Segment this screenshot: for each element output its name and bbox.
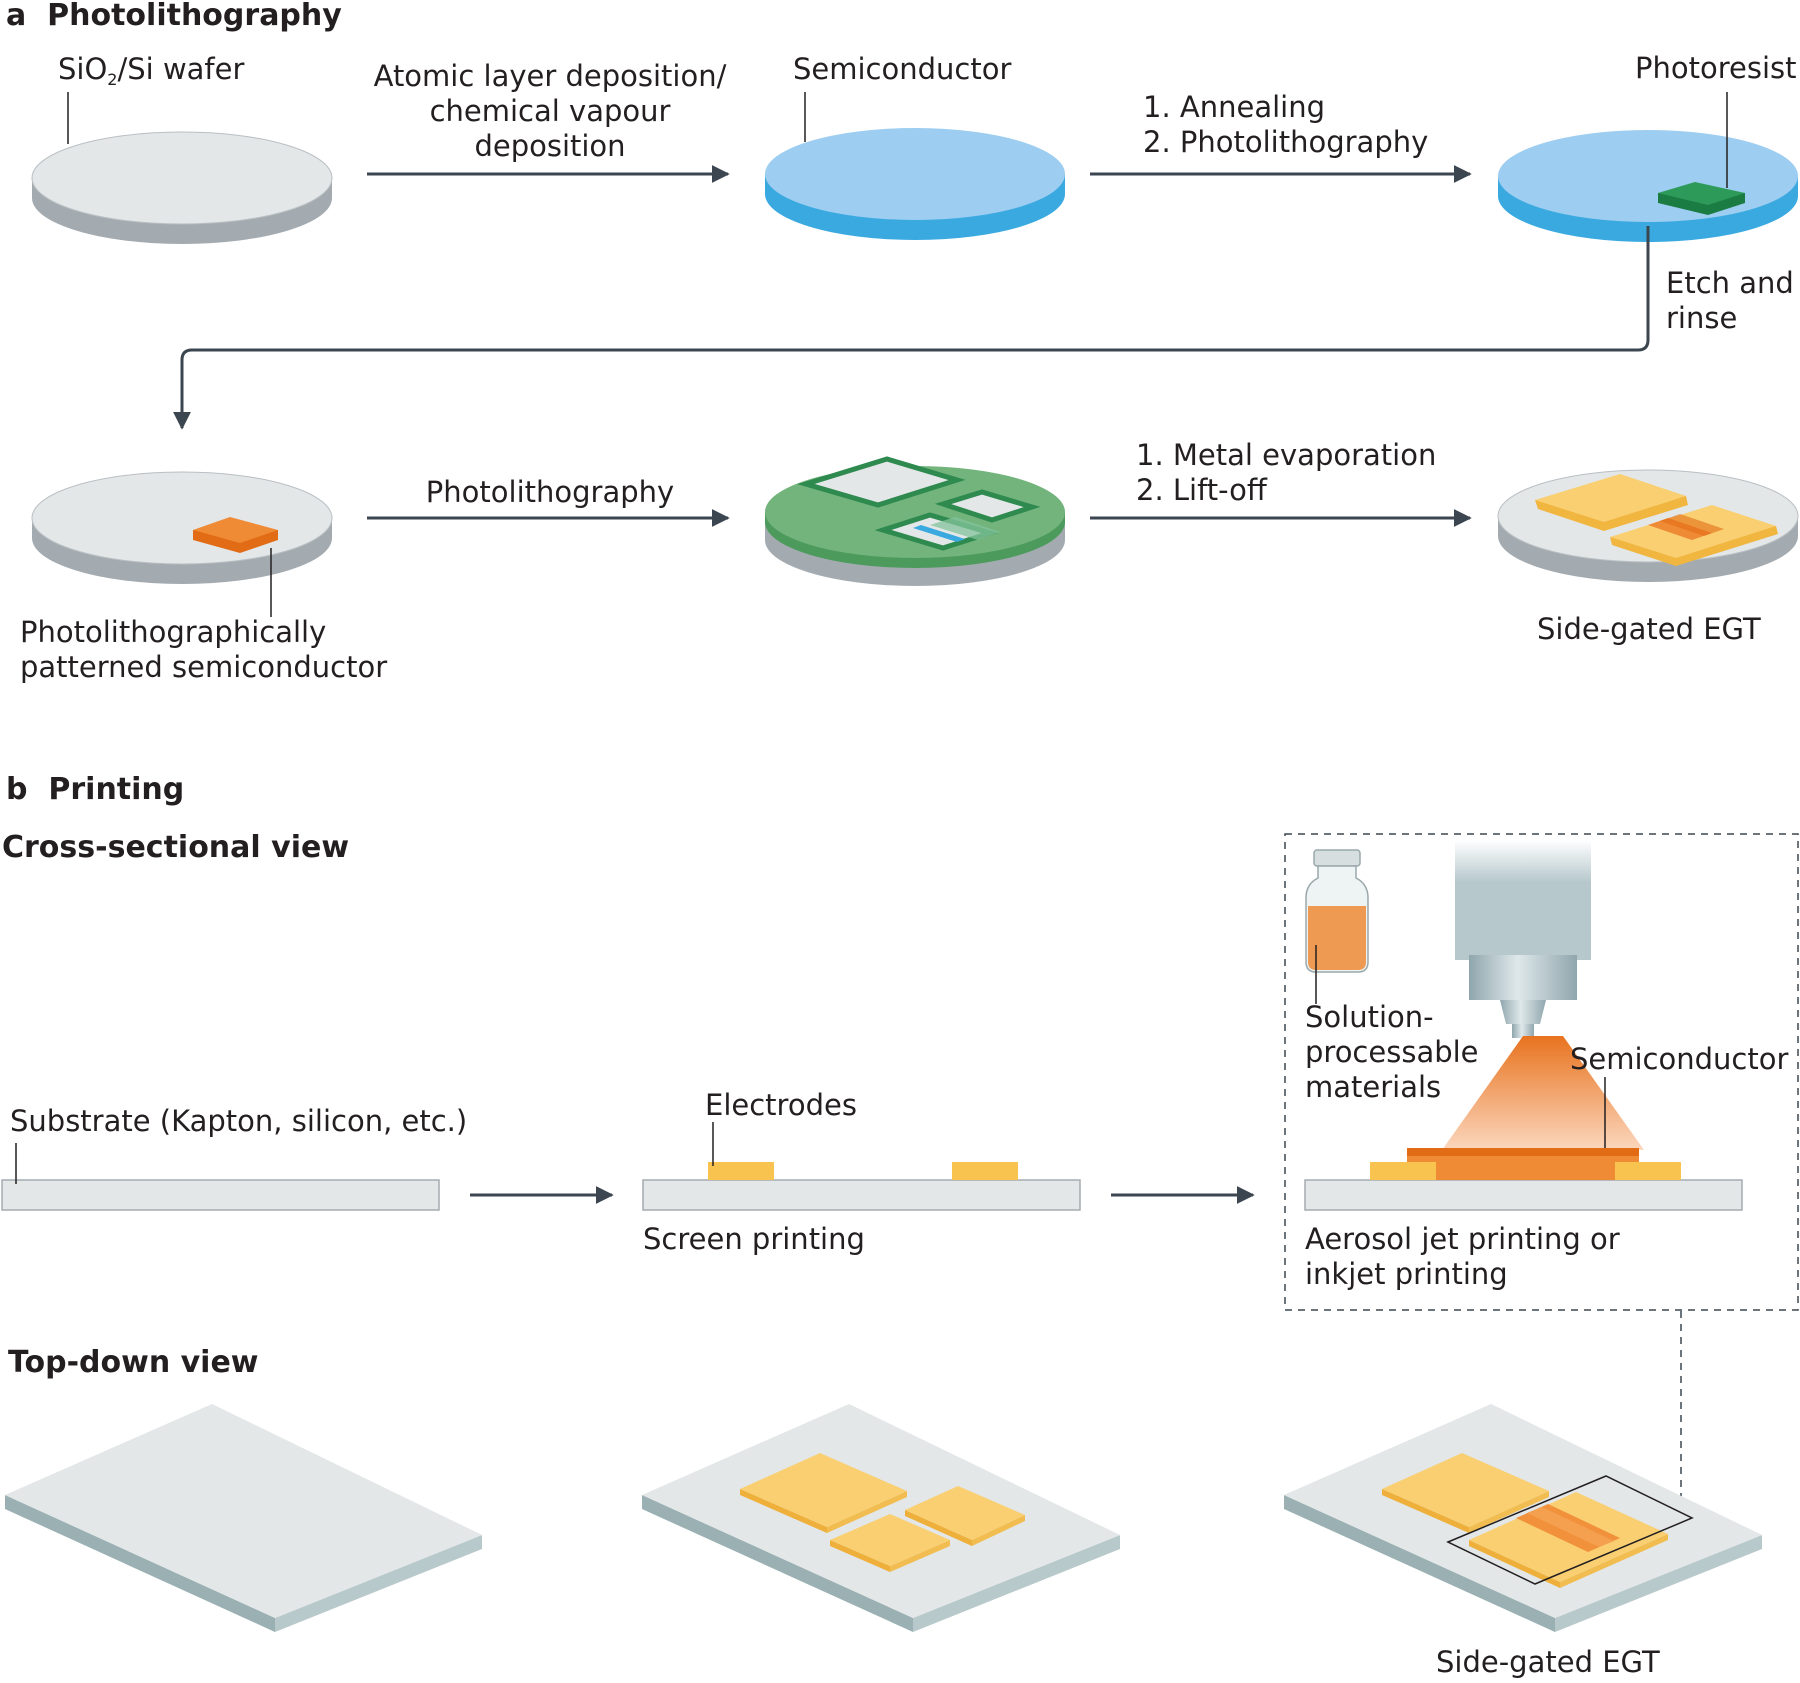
panel-a-title: Photolithography bbox=[47, 0, 342, 33]
wafer-label: SiO2/Si wafer bbox=[58, 52, 244, 97]
etch-rinse-label: Etch and rinse bbox=[1666, 266, 1794, 335]
substrate-slab-1 bbox=[5, 1404, 482, 1632]
step-annealing-label: 1. Annealing 2. Photolithography bbox=[1143, 90, 1429, 159]
masked-wafer bbox=[765, 456, 1065, 586]
substrate-slab-3 bbox=[1284, 1404, 1762, 1632]
semiconductor-label-b: Semiconductor bbox=[1570, 1042, 1789, 1076]
solution-materials-label: Solution- processable materials bbox=[1305, 1000, 1479, 1104]
wafer-label-base: SiO bbox=[58, 52, 108, 86]
photoresist-label: Photoresist bbox=[1635, 51, 1797, 85]
electrodes-label: Electrodes bbox=[705, 1088, 857, 1122]
screen-printing-label: Screen printing bbox=[643, 1222, 865, 1256]
arrow-etch-rinse bbox=[173, 226, 1650, 430]
panel-b-heading: b Printing bbox=[6, 772, 184, 807]
semiconductor-label-a: Semiconductor bbox=[793, 52, 1012, 86]
step-metal-label: 1. Metal evaporation 2. Lift-off bbox=[1136, 438, 1437, 507]
patterned-wafer bbox=[31, 471, 333, 584]
solution-bottle bbox=[1305, 849, 1369, 973]
patterned-semiconductor-label: Photolithographically patterned semicond… bbox=[20, 615, 388, 684]
panel-a-heading: a Photolithography bbox=[6, 0, 342, 33]
top-down-title: Top-down view bbox=[8, 1345, 259, 1380]
egt-wafer bbox=[1497, 469, 1799, 582]
wafer-label-subscript: 2 bbox=[107, 70, 118, 89]
cross-section-title: Cross-sectional view bbox=[2, 830, 350, 865]
step-photolithography-label: Photolithography bbox=[425, 475, 675, 509]
sio2-wafer bbox=[31, 131, 333, 244]
print-nozzle bbox=[1455, 840, 1591, 1038]
panel-b-title: Printing bbox=[48, 772, 185, 807]
egt-label-b: Side-gated EGT bbox=[1436, 1645, 1660, 1679]
aerosol-printing-label: Aerosol jet printing or inkjet printing bbox=[1305, 1222, 1620, 1291]
panel-a-letter: a bbox=[6, 0, 27, 33]
substrate-label: Substrate (Kapton, silicon, etc.) bbox=[10, 1104, 468, 1138]
photoresist-wafer bbox=[1498, 130, 1798, 242]
screen-printed-cross-section bbox=[642, 1162, 1081, 1211]
aerosol-spray bbox=[1442, 1036, 1644, 1150]
egt-label-a: Side-gated EGT bbox=[1537, 612, 1761, 646]
printed-cross-section bbox=[1304, 1148, 1743, 1211]
substrate-slab-2 bbox=[642, 1404, 1120, 1632]
wafer-label-rest: /Si wafer bbox=[117, 52, 245, 86]
panel-b-letter: b bbox=[6, 772, 28, 807]
semiconductor-wafer bbox=[765, 128, 1065, 240]
step-deposition-label: Atomic layer deposition/ chemical vapour… bbox=[373, 59, 727, 163]
substrate-bar-1 bbox=[1, 1179, 440, 1211]
